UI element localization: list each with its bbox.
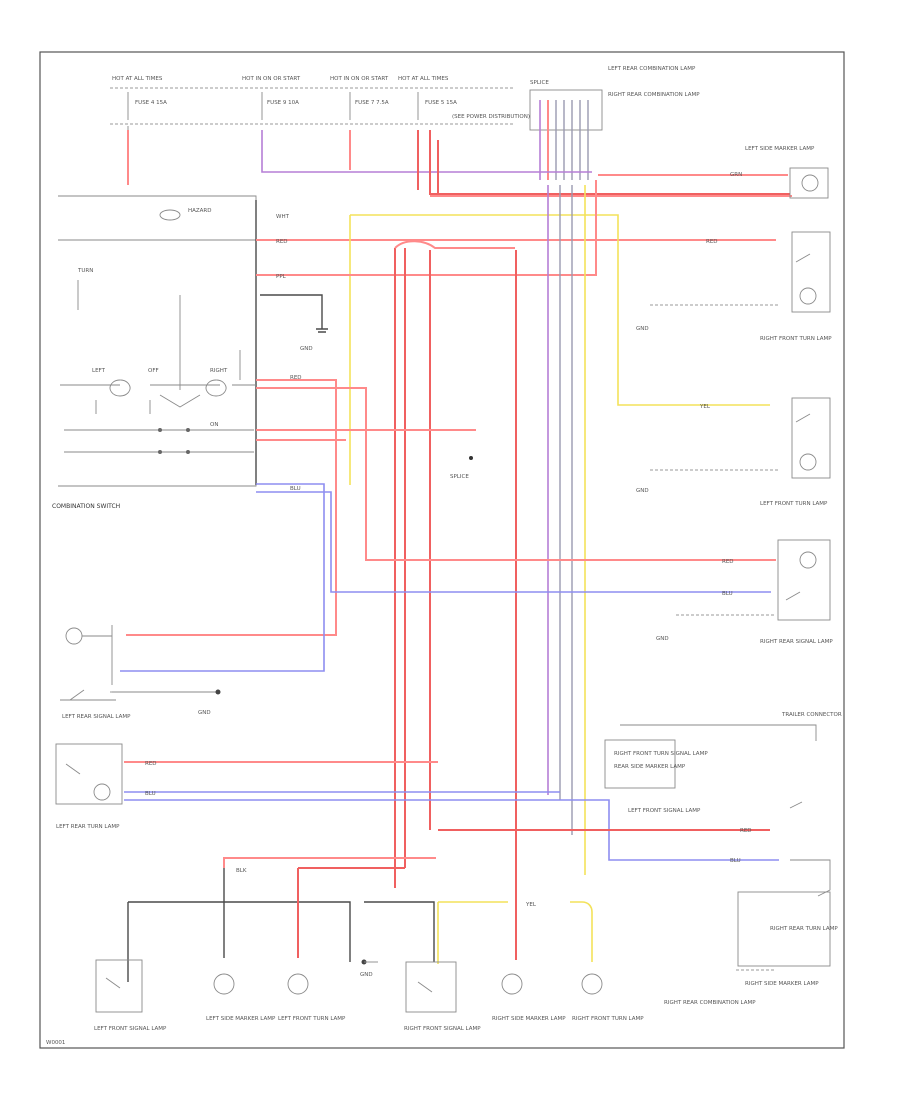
bottom-lamps: LEFT FRONT SIGNAL LAMP LEFT SIDE MARKER … bbox=[94, 959, 644, 1032]
bottom-left-front-signal: LEFT FRONT SIGNAL LAMP bbox=[94, 1026, 167, 1032]
tag-blu-4: BLU bbox=[290, 486, 301, 492]
tag-grn-1: GRN bbox=[730, 172, 742, 178]
bottom-right-front-signal: RIGHT FRONT SIGNAL LAMP bbox=[404, 1026, 481, 1032]
right-label: RIGHT bbox=[210, 368, 228, 374]
bottom-right-front-turn: RIGHT FRONT TURN LAMP bbox=[572, 1016, 644, 1022]
ground-label-4: GND bbox=[636, 488, 649, 494]
diagram-frame bbox=[39, 51, 845, 1049]
tag-ppl-1: PPL bbox=[276, 274, 287, 280]
fuse-block-note: (SEE POWER DISTRIBUTION) bbox=[452, 114, 530, 120]
left-rear-signal-label: LEFT REAR SIGNAL LAMP bbox=[62, 714, 131, 720]
off-label: OFF bbox=[148, 368, 159, 374]
fuse-label-2: HOT IN ON OR START bbox=[242, 76, 301, 82]
right-rear-signal-label: RIGHT REAR SIGNAL LAMP bbox=[760, 639, 833, 645]
ground-symbols: GND SPLICE GND GND GND GND GND bbox=[110, 304, 780, 978]
ground-label-6: GND bbox=[360, 972, 373, 978]
left-front-signal-label: LEFT FRONT SIGNAL LAMP bbox=[628, 808, 701, 814]
fuse-label-3: HOT IN ON OR START bbox=[330, 76, 389, 82]
ground-label-1: GND bbox=[300, 346, 313, 352]
hazard-label: HAZARD bbox=[188, 208, 212, 214]
tag-red-3: RED bbox=[722, 559, 734, 565]
tag-wht-1: WHT bbox=[276, 214, 290, 220]
tag-red-5: RED bbox=[740, 828, 752, 834]
trailer-connector-label: TRAILER CONNECTOR bbox=[781, 712, 842, 718]
diagram-code: W0001 bbox=[46, 1040, 65, 1046]
tag-blu-2: BLU bbox=[145, 791, 156, 797]
fuse-name-4: FUSE 5 15A bbox=[425, 100, 457, 106]
right-note-1: LEFT REAR COMBINATION LAMP bbox=[608, 66, 696, 72]
trailer-lamp-label: LEFT REAR TURN LAMP bbox=[56, 824, 120, 830]
wire-harness bbox=[58, 130, 792, 982]
connector-label: SPLICE bbox=[530, 80, 549, 86]
ground-label-5: GND bbox=[656, 636, 669, 642]
fuse-name-1: FUSE 4 15A bbox=[135, 100, 167, 106]
combination-switch-label: COMBINATION SWITCH bbox=[52, 503, 120, 510]
bottom-left-front-turn: LEFT FRONT TURN LAMP bbox=[278, 1016, 346, 1022]
left-side-lamps: LEFT REAR SIGNAL LAMP LEFT REAR TURN LAM… bbox=[55, 625, 221, 830]
tag-blk-1: BLK bbox=[236, 868, 247, 874]
bottom-left-side-marker: LEFT SIDE MARKER LAMP bbox=[206, 1016, 276, 1022]
right-rear-combination-note: RIGHT REAR COMBINATION LAMP bbox=[664, 1000, 756, 1006]
tag-red-2: RED bbox=[706, 239, 718, 245]
on-label: ON bbox=[210, 422, 218, 428]
wire-color-tags: RED RED YEL RED BLU RED BLU RED BLU YEL … bbox=[145, 172, 752, 908]
right-side-marker-label: RIGHT SIDE MARKER LAMP bbox=[745, 981, 819, 987]
right-rear-turn-label: RIGHT REAR TURN LAMP bbox=[770, 926, 838, 932]
fuse-label-1: HOT AT ALL TIMES bbox=[112, 76, 163, 82]
right-front-turn-label: RIGHT FRONT TURN LAMP bbox=[760, 336, 832, 342]
top-right-connector: SPLICE LEFT REAR COMBINATION LAMP RIGHT … bbox=[529, 66, 700, 180]
bottom-right-side-marker: RIGHT SIDE MARKER LAMP bbox=[492, 1016, 566, 1022]
fuse-label-4: HOT AT ALL TIMES bbox=[398, 76, 449, 82]
splice-label: SPLICE bbox=[450, 474, 469, 480]
tag-yel-1: YEL bbox=[699, 404, 711, 410]
tag-yel-2: YEL bbox=[525, 902, 537, 908]
left-front-turn-label: LEFT FRONT TURN LAMP bbox=[760, 501, 828, 507]
fuse-name-3: FUSE 7 7.5A bbox=[355, 100, 389, 106]
tag-red-6: RED bbox=[290, 375, 302, 381]
left-side-marker-label: LEFT SIDE MARKER LAMP bbox=[745, 146, 815, 152]
ground-label-3: GND bbox=[636, 326, 649, 332]
tag-red-1: RED bbox=[276, 239, 288, 245]
right-side-lamps: LEFT SIDE MARKER LAMP RIGHT FRONT TURN L… bbox=[604, 146, 842, 1006]
turn-label: TURN bbox=[77, 268, 93, 274]
right-note-2: RIGHT REAR COMBINATION LAMP bbox=[608, 92, 700, 98]
left-label: LEFT bbox=[92, 368, 106, 374]
fuse-name-2: FUSE 9 10A bbox=[267, 100, 299, 106]
right-note-4: REAR SIDE MARKER LAMP bbox=[614, 764, 686, 770]
combination-switch: COMBINATION SWITCH HAZARD TURN LEFT OFF … bbox=[52, 208, 256, 510]
right-note-3: RIGHT FRONT TURN SIGNAL LAMP bbox=[614, 751, 708, 757]
ground-label-2: GND bbox=[198, 710, 211, 716]
tag-blu-3: BLU bbox=[730, 858, 741, 864]
tag-red-4: RED bbox=[145, 761, 157, 767]
tag-blu-1: BLU bbox=[722, 591, 733, 597]
fuse-block: HOT AT ALL TIMES HOT IN ON OR START HOT … bbox=[110, 76, 530, 180]
